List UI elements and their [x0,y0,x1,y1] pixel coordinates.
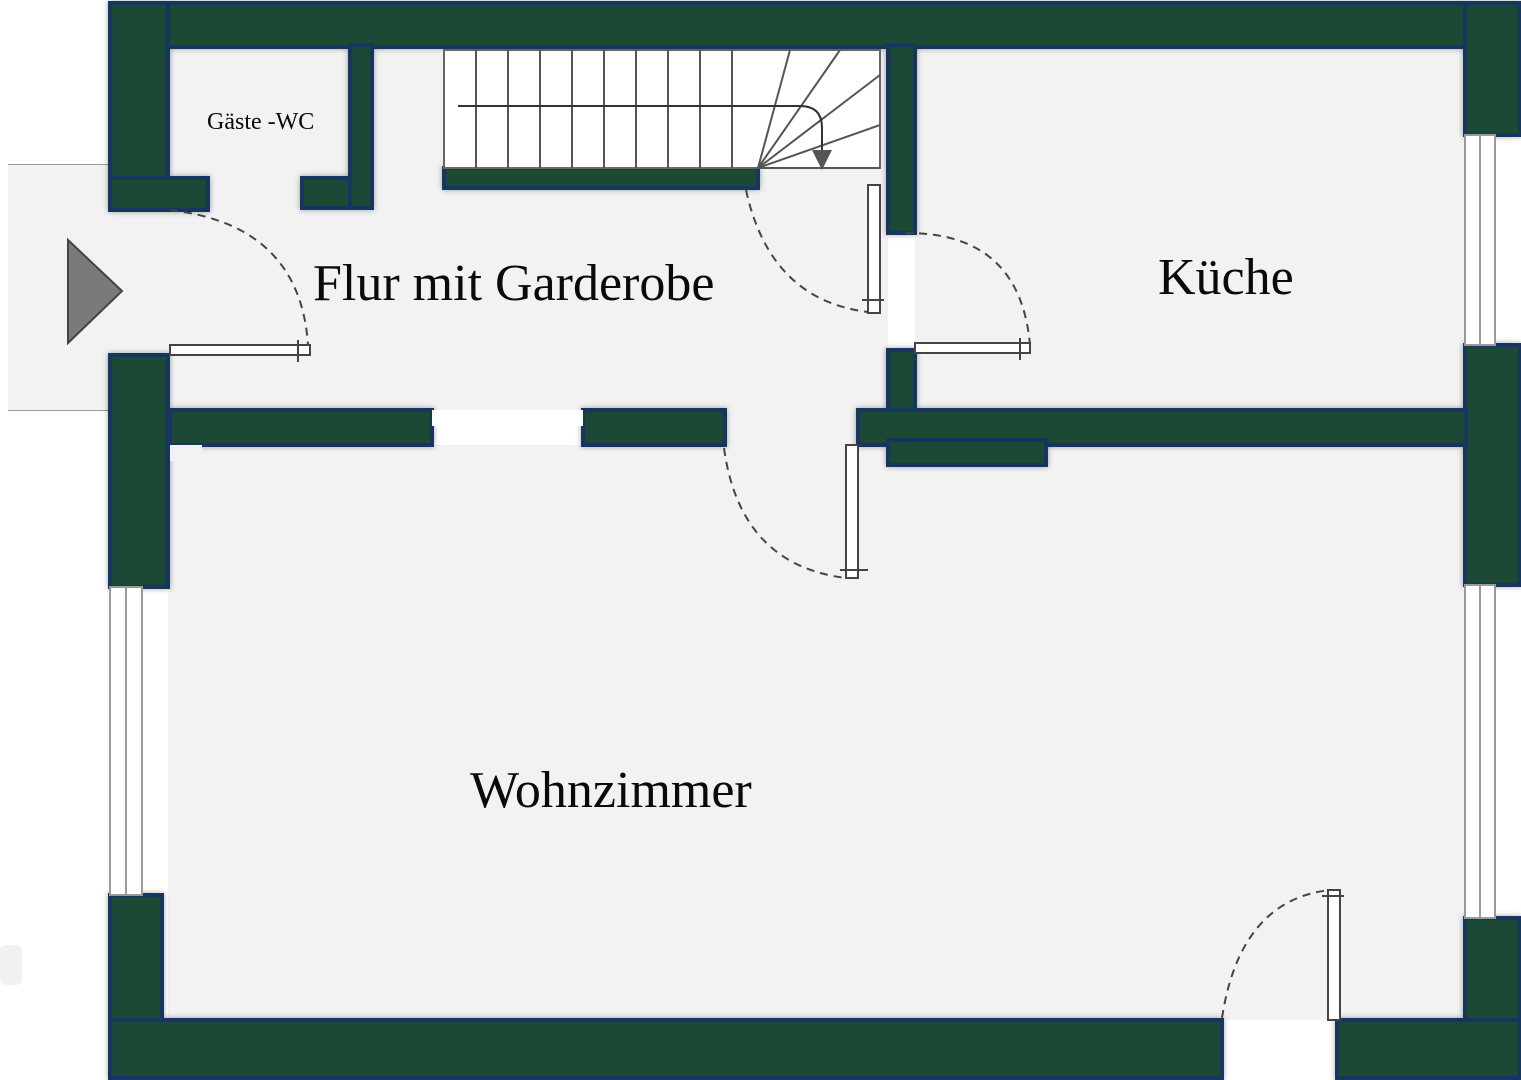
edge-mark [0,945,22,985]
door-stair-closet [745,184,884,314]
wall-stairs-bottom [442,166,760,190]
wall-living-top-left [168,408,434,447]
wall-kitchen-bottom-step [886,438,1048,467]
windows [109,134,1496,919]
wall-right-middle [1463,343,1521,587]
wall-kitchen-left-upper [886,43,917,235]
staircase [443,49,881,169]
wall-top [108,1,1521,49]
room-label-kitchen: Küche [1158,249,1294,306]
floor-kitchen [915,45,1465,417]
door-entrance [169,209,311,362]
room-label-guest-wc: Gäste -WC [207,109,315,135]
wall-living-top-center [581,408,727,447]
door-living [723,444,868,579]
wall-bottom-left [108,1018,1224,1080]
door-kitchen [904,231,1031,360]
wall-wc-right [348,43,374,210]
wall-living-inner-step [170,445,202,461]
wall-left-middle [108,353,170,589]
room-label-hallway: Flur mit Garderobe [313,255,715,312]
stairs-arrow-icon [458,105,832,170]
wall-right-top [1463,1,1521,137]
wall-niche [432,410,583,426]
room-label-living-room: Wohnzimmer [470,762,752,819]
entrance-arrow-icon [67,237,124,346]
door-terrace [1221,889,1344,1021]
floor-living [168,445,1468,1020]
floor-door-gap [725,400,860,460]
wall-wc-bottom-left [108,176,210,212]
wall-bottom-right [1335,1018,1521,1080]
doors [169,184,1344,1021]
floor-areas [8,45,1468,1020]
walls [108,1,1521,1080]
